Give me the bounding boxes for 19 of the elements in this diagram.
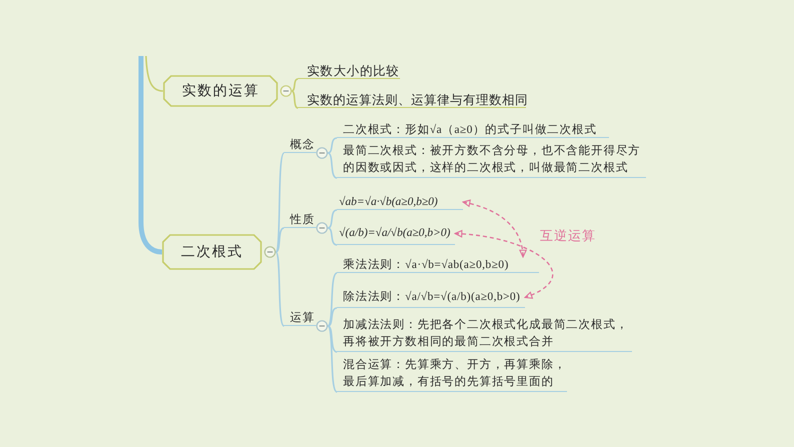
branch-heading: 概念 [284, 137, 316, 153]
dashed-arrow [454, 230, 553, 298]
topic-text: 加减法法则：先把各个二次根式化成最简二次根式，再将被开方数相同的最简二次根式合并 [337, 317, 632, 352]
topic-text: 乘法法则：√a·√b=√ab(a≥0,b≥0) [337, 257, 539, 273]
topic-box: 二次根式 [162, 234, 262, 270]
topic-text: 实数的运算法则、运算律与有理数相同 [298, 92, 526, 108]
topic-text: 除法法则：√a/√b=√(a/b)(a≥0,b>0) [337, 287, 525, 308]
branch-heading: 运算 [284, 310, 316, 326]
branch-heading: 性质 [284, 212, 316, 228]
topic-text: 混合运算：先算乘方、开方，再算乘除，最后算加减，有括号的先算括号里面的 [337, 357, 567, 392]
dashed-arrow [462, 200, 526, 258]
annotation-text: 互逆运算 [540, 227, 596, 245]
topic-text: 二次根式：形如√a（a≥0）的式子叫做二次根式 [337, 122, 609, 138]
topic-box: 实数的运算 [163, 75, 278, 107]
topic-text: 实数大小的比较 [298, 63, 400, 79]
topic-text: √(a/b)=√a/√b(a≥0,b>0) [337, 222, 455, 245]
topic-text: 最简二次根式：被开方数不含分母，也不含能开得尽方的因数或因式，这样的二次根式，叫做最简二次根式 [337, 143, 646, 178]
topic-text: √ab=√a·√b(a≥0,b≥0) [337, 194, 463, 210]
branch-line [145, 56, 164, 92]
